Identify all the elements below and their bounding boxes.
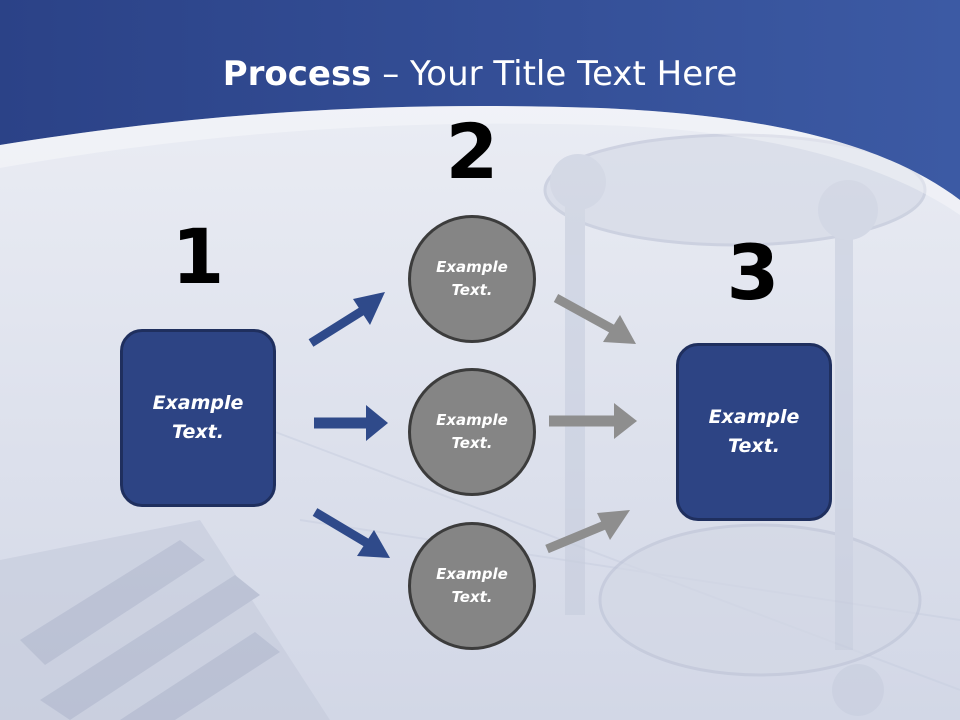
- keyboard-decoration: [0, 429, 960, 720]
- box-step-1-text: Example Text.: [153, 389, 244, 447]
- circle-top-line1: Example: [436, 258, 508, 276]
- arrow-gray-right: [549, 403, 637, 439]
- hourglass-decoration: [543, 133, 927, 716]
- title-bold: Process: [222, 54, 372, 94]
- step-number-1: 1: [171, 212, 225, 301]
- circle-middle-line2: Text.: [451, 434, 493, 452]
- box-step-1-line2: Text.: [172, 421, 224, 443]
- arrow-gray-down: [553, 294, 636, 344]
- circle-bottom: Example Text.: [408, 522, 536, 650]
- step-number-3: 3: [726, 228, 780, 317]
- title-rest: – Your Title Text Here: [371, 54, 738, 94]
- arrow-blue-right: [314, 405, 388, 441]
- arrow-gray-up: [545, 510, 630, 554]
- arrow-blue-up: [308, 292, 385, 347]
- box-step-3-text: Example Text.: [709, 403, 800, 461]
- box-step-3-line1: Example: [708, 406, 800, 428]
- circle-middle: Example Text.: [408, 368, 536, 496]
- arrow-blue-down: [312, 508, 390, 558]
- circle-middle-line1: Example: [436, 411, 508, 429]
- box-step-1: Example Text.: [120, 329, 276, 507]
- circle-top: Example Text.: [408, 215, 536, 343]
- box-step-3: Example Text.: [676, 343, 832, 521]
- circle-top-line2: Text.: [451, 281, 493, 299]
- box-step-1-line1: Example: [152, 392, 244, 414]
- circle-bottom-line2: Text.: [451, 588, 493, 606]
- slide-title: Process – Your Title Text Here: [0, 52, 960, 96]
- circle-bottom-line1: Example: [436, 565, 508, 583]
- box-step-3-line2: Text.: [728, 435, 780, 457]
- step-number-2: 2: [445, 107, 499, 196]
